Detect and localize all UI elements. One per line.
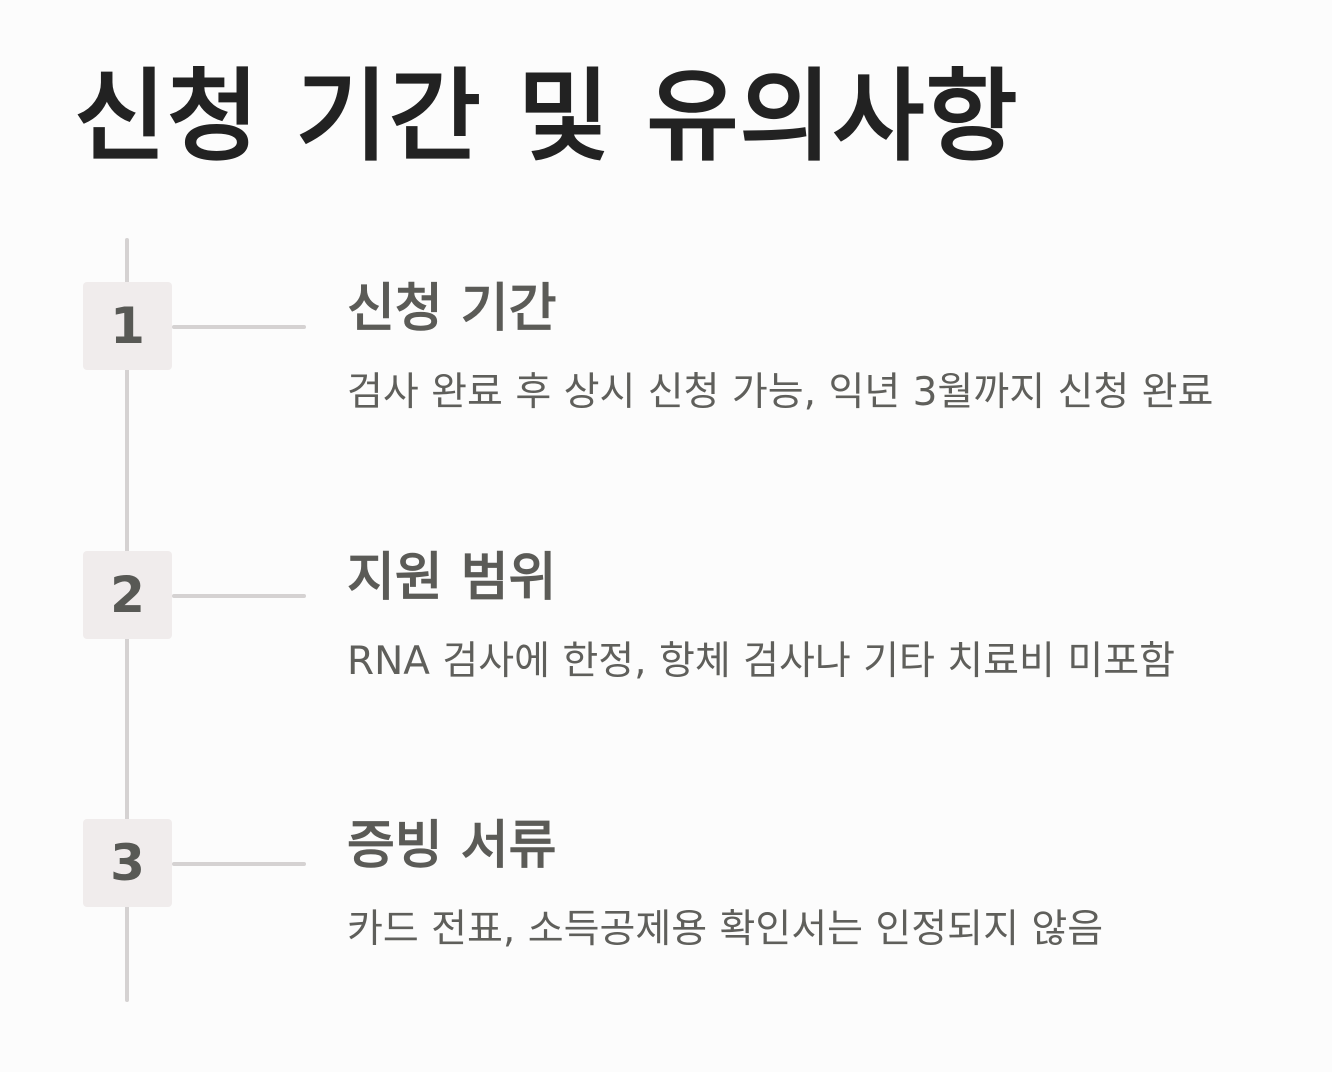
step-number-badge: 1 [83, 282, 172, 370]
step-title: 지원 범위 [347, 548, 557, 608]
step-connector-line [172, 325, 306, 329]
step-title: 증빙 서류 [347, 816, 557, 876]
step-connector-line [172, 594, 306, 598]
step-item-application-period: 1 신청 기간 검사 완료 후 상시 신청 가능, 익년 3월까지 신청 완료 [0, 238, 1332, 438]
step-title: 신청 기간 [347, 279, 557, 339]
step-item-support-scope: 2 지원 범위 RNA 검사에 한정, 항체 검사나 기타 치료비 미포함 [0, 507, 1332, 707]
step-connector-line [172, 862, 306, 866]
step-description: 검사 완료 후 상시 신청 가능, 익년 3월까지 신청 완료 [347, 370, 1214, 415]
step-number-badge: 2 [83, 551, 172, 639]
step-description: 카드 전표, 소득공제용 확인서는 인정되지 않음 [347, 907, 1104, 952]
step-number-badge: 3 [83, 819, 172, 907]
step-description: RNA 검사에 한정, 항체 검사나 기타 치료비 미포함 [347, 639, 1175, 684]
page-title: 신청 기간 및 유의사항 [74, 58, 1019, 175]
step-item-supporting-documents: 3 증빙 서류 카드 전표, 소득공제용 확인서는 인정되지 않음 [0, 775, 1332, 975]
